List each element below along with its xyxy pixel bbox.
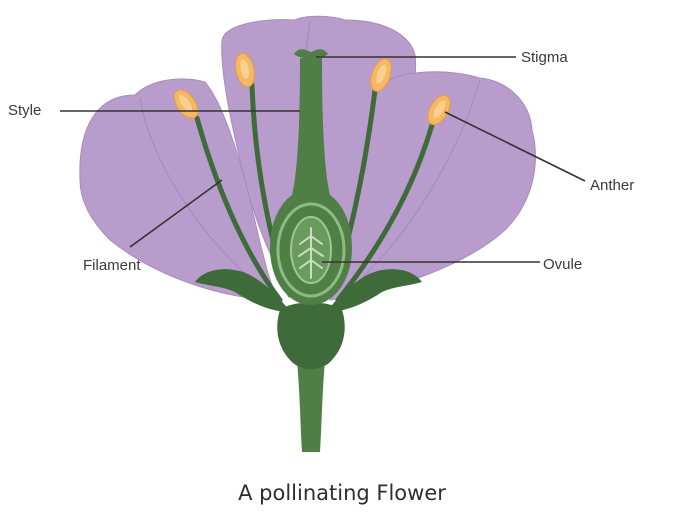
diagram-caption: A pollinating Flower: [238, 481, 446, 505]
sepals: [195, 269, 422, 312]
ovule-label: Ovule: [543, 256, 582, 273]
anther-leader: [444, 111, 586, 182]
filament-4: [335, 122, 435, 303]
anther-label: Anther: [590, 177, 634, 194]
style-label: Style: [8, 102, 41, 119]
anther-2: [235, 52, 255, 88]
receptacle: [277, 302, 345, 369]
pistil: [270, 49, 352, 305]
sepal-left: [195, 269, 290, 312]
petal-crease: [339, 79, 481, 299]
anther-4: [427, 94, 451, 126]
filament-label: Filament: [83, 257, 141, 274]
stigma-shape: [294, 49, 328, 59]
anthers: [173, 52, 451, 126]
ovule-cluster: [298, 227, 324, 279]
filament-leader: [129, 179, 223, 248]
filament-1: [194, 115, 283, 303]
stem: [277, 302, 345, 452]
sepal-right: [327, 269, 422, 312]
stem-shaft: [296, 350, 326, 452]
leader-lines: [60, 56, 586, 263]
anther-3: [370, 58, 392, 92]
stigma-label: Stigma: [521, 49, 568, 66]
